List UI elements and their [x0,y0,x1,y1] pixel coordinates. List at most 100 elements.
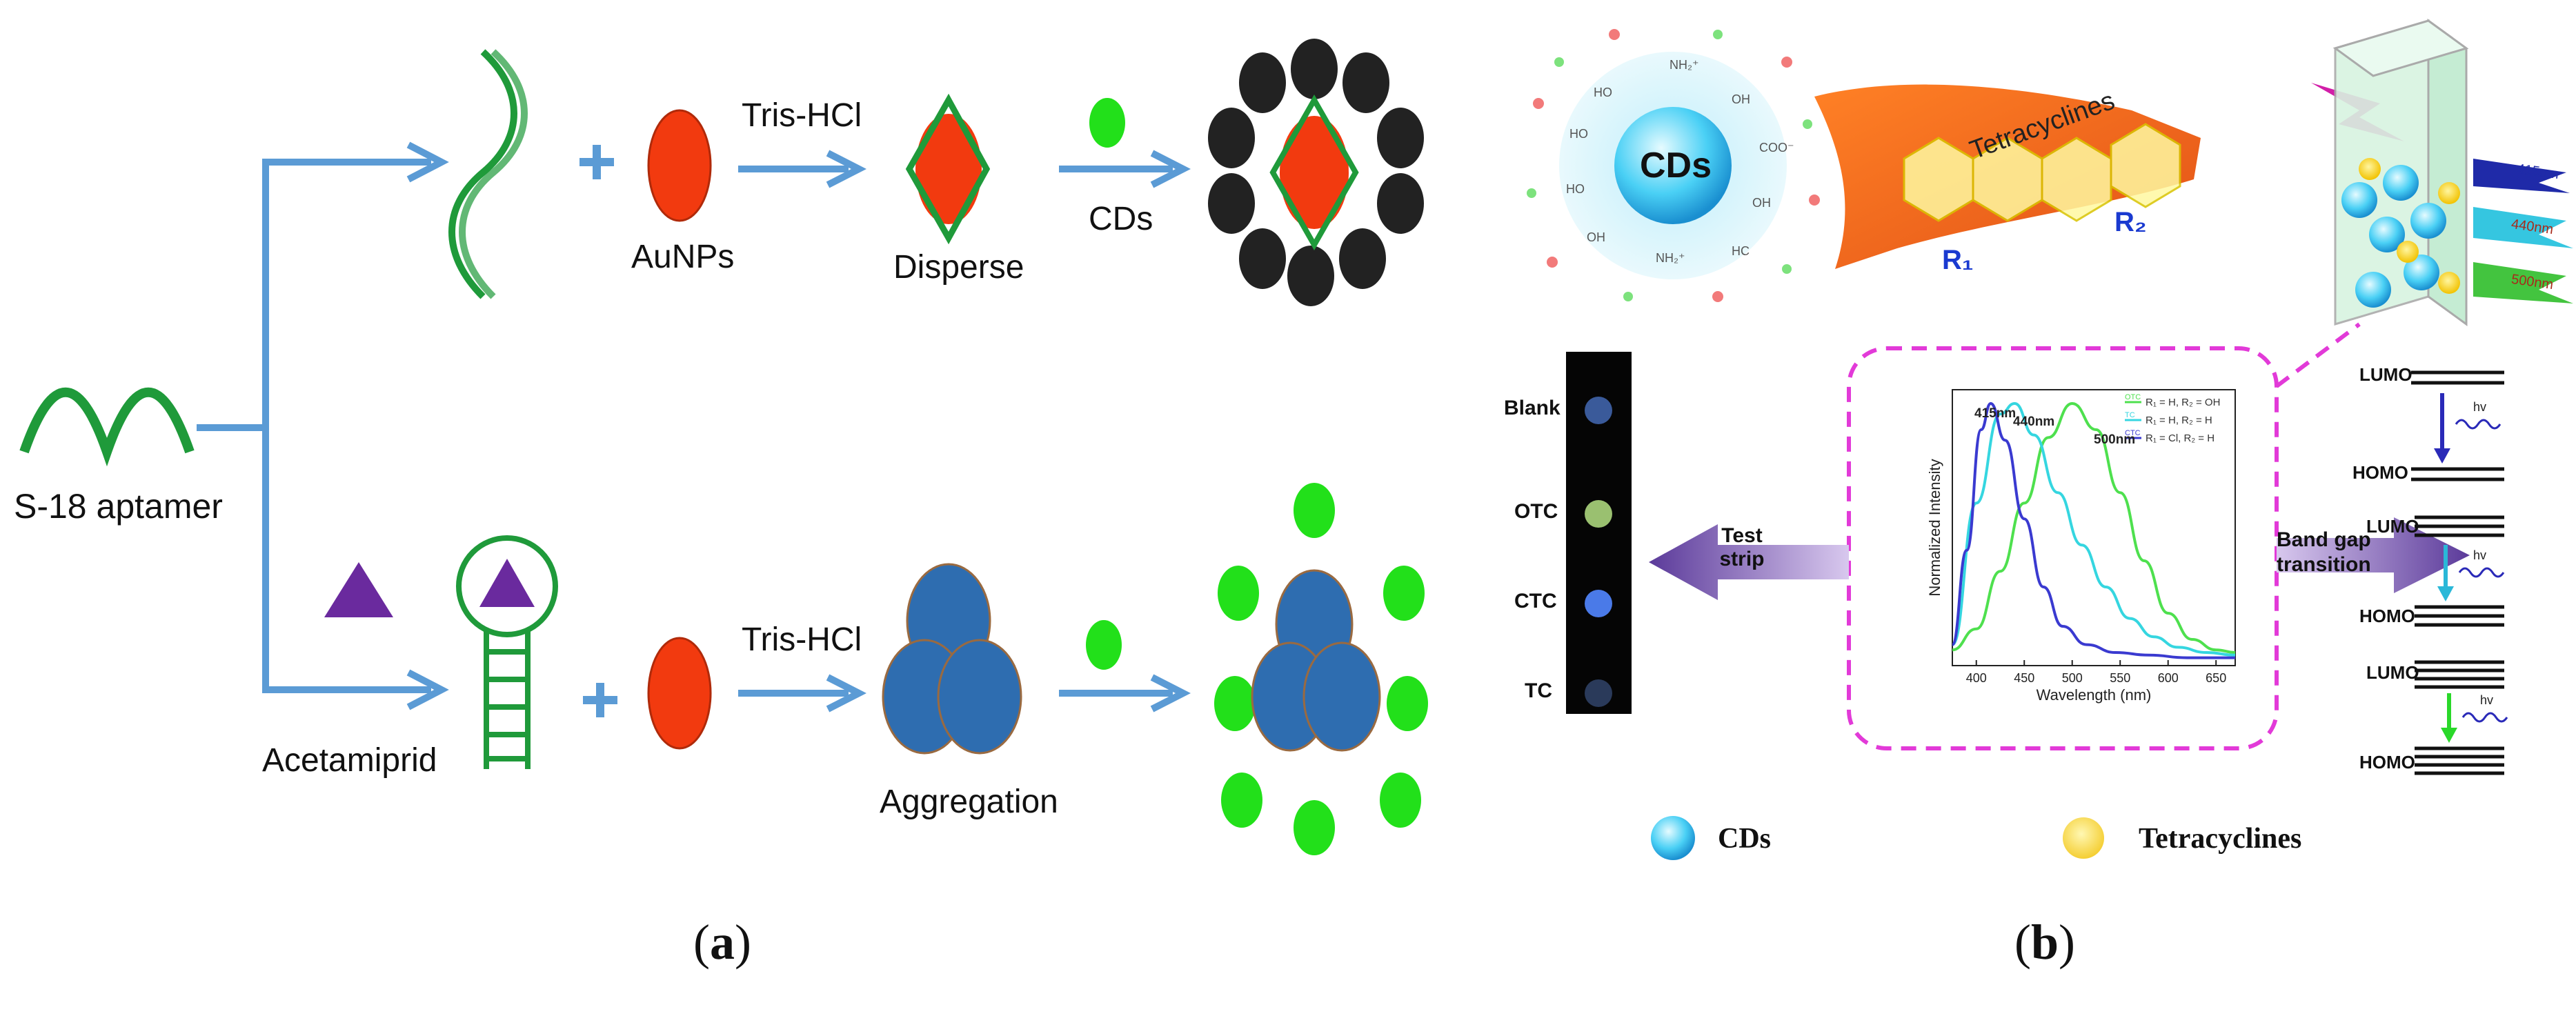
hv-label-3: hv [2480,693,2494,707]
aptamer-wave-icon [19,388,195,467]
x-tick-label: 550 [2110,671,2130,685]
hv-label-2: hv [2473,548,2487,562]
legend-tetracyclines-icon [2063,817,2104,859]
homo-label-3: HOMO [2359,752,2415,773]
svg-text:COO⁻: COO⁻ [1759,141,1794,155]
svg-text:NH₂⁺: NH₂⁺ [1670,58,1699,72]
strip-spot-otc [1585,500,1612,528]
x-tick-label: 600 [2158,671,2179,685]
svg-text:HO: HO [1566,182,1585,196]
band-gap-label: Band gap transition [2277,528,2371,576]
disperse-label: Disperse [893,249,1024,286]
disperse-aunp [915,114,982,224]
cuvette-icon [2332,19,2469,326]
legend-formula: R₁ = H, R₂ = H [2146,415,2212,426]
branch-arrowhead-top [406,141,449,183]
strip-label-tc: TC [1525,679,1552,702]
aggregated-aunps [882,563,1022,755]
hv-label-1: hv [2473,400,2487,414]
arrow-tris-bottom-head [826,674,866,713]
legend-cds-label: CDs [1718,823,1772,855]
lumo-label-2: LUMO [2366,516,2419,537]
cd-surface-dots [1527,29,1820,302]
quenched-aptamer-wrap-icon [1269,94,1359,251]
peak-label: 415nm [1974,406,2016,421]
frame-connector-line [2275,322,2361,388]
energy-diagram-2 [2415,515,2504,627]
svg-text:OH: OH [1752,196,1771,210]
legend-formula: R₁ = Cl, R₂ = H [2146,432,2215,444]
tris-top-label: Tris-HCl [742,97,862,134]
arrow-cds-head [1150,150,1191,188]
legend-cds-icon [1651,816,1695,860]
r1-label: R₁ [1942,245,1974,275]
cd-dot-top [1089,98,1125,148]
energy-diagram-3 [2415,660,2504,775]
disperse-aptamer-wrap-icon [905,93,991,245]
strip-spot-tc [1585,679,1612,707]
svg-text:HC: HC [1732,244,1750,258]
bound-acetamiprid-icon [479,559,535,607]
aggregated-aunps-final [1251,569,1381,752]
branch-connector [197,159,431,693]
homo-label-2: HOMO [2359,606,2415,626]
peak-label: 440nm [2013,415,2054,429]
transition-arrowhead-3 [2441,728,2457,743]
svg-text:OH: OH [1587,230,1605,244]
y-axis-label: Normalized Intensity [1926,459,1943,596]
aptamer-label: S-18 aptamer [14,487,223,526]
svg-text:OH: OH [1732,92,1750,106]
plus-icon-bottom [583,683,617,717]
emission-415-arrow-icon [2473,159,2570,193]
plot-frame [1952,389,2236,666]
series-line-otc [1952,401,2236,654]
photon-wave-1-icon [2455,419,2501,430]
aggregation-label: Aggregation [880,784,1058,820]
strip-label-ctc: CTC [1514,590,1557,612]
quenched-aunp [1280,116,1349,229]
cds-label: CDs [1089,201,1153,237]
legend-tetracyclines-label: Tetracyclines [2139,823,2302,855]
aptamer-helix-icon [448,49,528,299]
legend-series-name: CTC [2125,429,2141,437]
hairpin-aptamer-icon [456,535,558,769]
acetamiprid-triangle-icon [324,562,393,617]
branch-arrowhead-bottom [406,669,449,710]
x-axis-label: Wavelength (nm) [2037,686,2152,704]
aunps-label: AuNPs [631,239,735,275]
strip-spot-ctc [1585,590,1612,617]
strip-label-blank: Blank [1504,397,1561,419]
aunp-particle-bottom [647,637,712,750]
aunp-particle [647,109,712,222]
quenched-cds-cluster [1208,39,1424,306]
chart-axes [1952,389,2236,666]
transition-arrowhead-1 [2434,448,2450,464]
emission-440-arrow-icon [2473,207,2573,248]
series-line-ctc [1951,401,2235,659]
x-tick-label: 400 [1966,671,1987,685]
cd-core [1614,107,1732,224]
transition-arrowhead-2 [2437,586,2454,601]
tetracycline-structure [1903,123,2181,222]
caption-b: (b) [2014,915,2076,970]
series-line-tc [1951,401,2236,657]
panel-a-graphics [19,39,1428,855]
arrow-tris-top-head [826,150,866,188]
acetamiprid-label: Acetamiprid [262,742,437,779]
lumo-label-3: LUMO [2366,662,2419,683]
caption-a: (a) [693,915,751,970]
lumo-label-1: LUMO [2359,364,2412,385]
plus-icon [579,145,614,179]
legend-series-name: TC [2125,411,2135,419]
arrow-cds-bottom-head [1150,674,1191,713]
strip-spot-blank [1585,397,1612,424]
x-tick-label: 450 [2014,671,2034,685]
x-tick-label: 500 [2062,671,2083,685]
cds-sphere-label: CDs [1640,146,1712,186]
legend-series-name: OTC [2125,393,2141,401]
fluorescent-cds [1214,483,1428,855]
